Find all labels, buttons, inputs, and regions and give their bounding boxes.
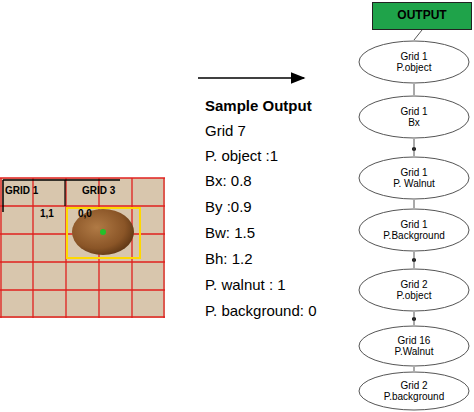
output-ellipse: Grid 16P.Walnut: [358, 325, 470, 367]
connector-line: [414, 312, 415, 325]
ellipse-shape: [359, 96, 469, 138]
center-dot: [100, 229, 106, 235]
output-value: P. background: 0: [205, 302, 316, 319]
output-value: By :0.9: [205, 198, 252, 215]
cell-coordinate: 0,0: [78, 208, 92, 219]
grid-background: [0, 178, 165, 318]
output-value: P. walnut : 1: [205, 276, 286, 293]
node-text: P.object: [397, 62, 432, 74]
ellipse-shape: [359, 326, 469, 366]
node-heading: Grid 1: [400, 219, 427, 231]
flow-arrow: [198, 77, 304, 79]
node-text: P.background: [384, 391, 444, 403]
ellipse-shape: [359, 209, 469, 251]
node-heading: Grid 1: [400, 167, 427, 179]
connector-line: [414, 252, 415, 268]
output-ellipse: Grid 1Bx: [358, 95, 470, 139]
output-ellipse: Grid 1P.Background: [358, 208, 470, 252]
bounding-box: [67, 208, 140, 258]
node-text: P.Walnut: [395, 346, 434, 358]
output-ellipse: Grid 2P.background: [358, 371, 470, 411]
axis-line: [3, 179, 120, 181]
node-heading: Grid 2: [400, 279, 427, 291]
axis-tick: [64, 180, 65, 206]
walnut: [72, 209, 134, 255]
output-value: P. object :1: [205, 147, 278, 164]
connector-line: [414, 139, 415, 156]
node-heading: Grid 16: [398, 335, 431, 347]
output-value: Bh: 1.2: [205, 250, 253, 267]
grid-lines: [0, 178, 165, 318]
ellipse-shape: [359, 157, 469, 199]
output-ellipse: Grid 2P.object: [358, 268, 470, 312]
connector-line: [414, 200, 415, 208]
output-value: Bw: 1.5: [205, 224, 255, 241]
output-heading: Sample Output: [205, 97, 312, 114]
node-text: Bx: [408, 117, 420, 129]
node-text: P.Background: [383, 230, 445, 242]
node-heading: OUTPUT: [397, 9, 446, 23]
node-text: P. Walnut: [393, 178, 435, 190]
ellipse-shape: [359, 41, 469, 83]
grid-label: GRID 1: [5, 185, 38, 196]
node-heading: Grid 1: [400, 51, 427, 63]
node-heading: Grid 1: [400, 106, 427, 118]
axis-line: [2, 180, 4, 212]
connector-line: [414, 30, 422, 40]
ellipse-shape: [359, 269, 469, 311]
output-box: OUTPUT: [372, 2, 472, 30]
connector-line: [414, 84, 415, 95]
output-value: Grid 7: [205, 122, 246, 139]
node-text: P.object: [397, 290, 432, 302]
grid-label: GRID 3: [82, 185, 115, 196]
cell-coordinate: 1,1: [40, 208, 54, 219]
node-heading: Grid 2: [400, 380, 427, 392]
ellipse-shape: [359, 372, 469, 410]
output-value: Bx: 0.8: [205, 172, 252, 189]
connector-line: [414, 367, 415, 371]
output-ellipse: Grid 1P. Walnut: [358, 156, 470, 200]
output-ellipse: Grid 1P.object: [358, 40, 470, 84]
